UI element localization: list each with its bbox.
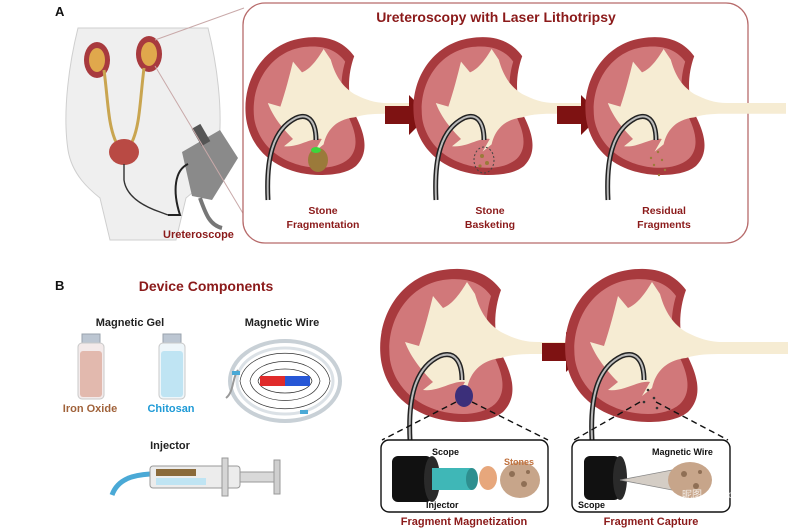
panel-b-title: Device Components [139, 278, 274, 294]
callout-right-b [655, 401, 729, 441]
step-2-line-1: Stone [475, 205, 504, 217]
capture-caption: Fragment Capture [604, 516, 699, 528]
kidney-step-3 [585, 37, 786, 201]
kidney-capture [565, 268, 788, 441]
chitosan-label: Chitosan [147, 403, 194, 415]
bladder-icon [109, 139, 139, 165]
inset1-stones-label: Stones [504, 457, 534, 467]
magnetized-fragments-icon [455, 385, 473, 407]
inset1-injector-label: Injector [426, 500, 459, 510]
kidney-magnetization [380, 268, 603, 441]
callout-left-b [471, 401, 549, 441]
watermark: 昵图 nipic.com [682, 489, 747, 501]
iron-oxide-label: Iron Oxide [63, 403, 117, 415]
ureteroscope-label: Ureteroscope [163, 229, 234, 241]
step-3-line-2: Fragments [637, 219, 691, 231]
body-illustration [65, 27, 221, 241]
inset2-wire-label: Magnetic Wire [652, 447, 713, 457]
magnetic-wire-title: Magnetic Wire [245, 317, 319, 329]
step-1-line-1: Stone [308, 205, 337, 217]
magnet-north [260, 376, 285, 386]
callout-left-a [381, 401, 457, 441]
inset2-scope-label: Scope [578, 500, 605, 510]
step-1-line-2: Fragmentation [287, 219, 360, 231]
callout-right-a [573, 401, 641, 441]
panel-b-letter: B [55, 278, 64, 293]
step-2-line-2: Basketing [465, 219, 515, 231]
panel-a-title: Ureteroscopy with Laser Lithotripsy [376, 9, 616, 25]
zoom-connector-top [154, 7, 245, 41]
zoom-connector-bottom [154, 65, 245, 216]
kidney-step-1 [245, 37, 446, 201]
stone-icon [308, 148, 328, 172]
chitosan-vial-icon [158, 333, 186, 400]
magnetic-wire-icon [225, 339, 342, 423]
step-3-line-1: Residual [642, 205, 686, 217]
inset1-scope-label: Scope [432, 447, 459, 457]
panel-a-letter: A [55, 4, 65, 19]
magnetic-gel-title: Magnetic Gel [96, 317, 164, 329]
magnet-south [285, 376, 310, 386]
capture-scene [584, 456, 712, 500]
iron-oxide-vial-icon [77, 333, 105, 400]
injector-syringe-icon [109, 457, 281, 497]
basket-icon [473, 146, 495, 174]
kidney-step-2 [413, 37, 614, 201]
ureteroscope-icon [168, 123, 238, 230]
injector-title: Injector [150, 440, 190, 452]
magnetization-caption: Fragment Magnetization [401, 516, 528, 528]
magnetization-scene [392, 456, 540, 502]
